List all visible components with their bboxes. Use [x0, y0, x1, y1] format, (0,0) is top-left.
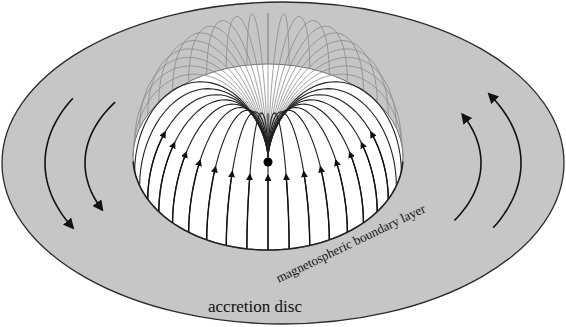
field-arrow: [304, 172, 310, 246]
field-arrow: [189, 160, 200, 232]
field-loop: [135, 66, 268, 156]
neutron-star: [264, 158, 273, 167]
field-loop: [226, 17, 268, 157]
field-line: [173, 104, 268, 223]
field-line: [267, 113, 268, 250]
field-loop: [268, 66, 401, 156]
field-arrow: [336, 160, 347, 232]
field-line: [135, 82, 268, 172]
flow-arrow: [85, 102, 115, 210]
disc-outline: [2, 2, 564, 324]
disc-label: accretion disc: [208, 297, 302, 317]
field-arrow: [159, 143, 175, 212]
field-loop: [207, 21, 268, 157]
field-arrow: [226, 172, 232, 246]
field-arrow: [207, 167, 216, 240]
flow-arrow: [489, 94, 521, 228]
field-arrow: [350, 152, 364, 223]
field-loop: [268, 21, 329, 157]
field-line: [268, 104, 363, 223]
field-arrow: [361, 143, 377, 212]
field-line: [268, 113, 289, 249]
field-arrow: [148, 132, 165, 199]
field-loop: [189, 26, 268, 156]
field-arrow: [371, 132, 388, 199]
magnetosphere-shape: [130, 60, 406, 254]
field-loop: [268, 26, 347, 156]
flow-arrow: [45, 98, 73, 228]
magnetosphere: magnetospheric boundary layer: [130, 60, 406, 254]
field-arrow: [173, 152, 187, 223]
field-loop: [159, 41, 268, 157]
field-arrow: [320, 167, 329, 240]
field-arrow: [286, 175, 289, 249]
field-line: [207, 110, 268, 240]
field-loop: [268, 17, 310, 157]
field-line: [268, 110, 329, 240]
field-arrow: [267, 176, 268, 250]
field-loop: [133, 74, 268, 157]
field-arrow: [247, 175, 250, 249]
field-line: [268, 89, 396, 186]
flow-arrow: [454, 114, 481, 220]
field-loop: [268, 41, 377, 157]
field-loop: [268, 74, 403, 157]
